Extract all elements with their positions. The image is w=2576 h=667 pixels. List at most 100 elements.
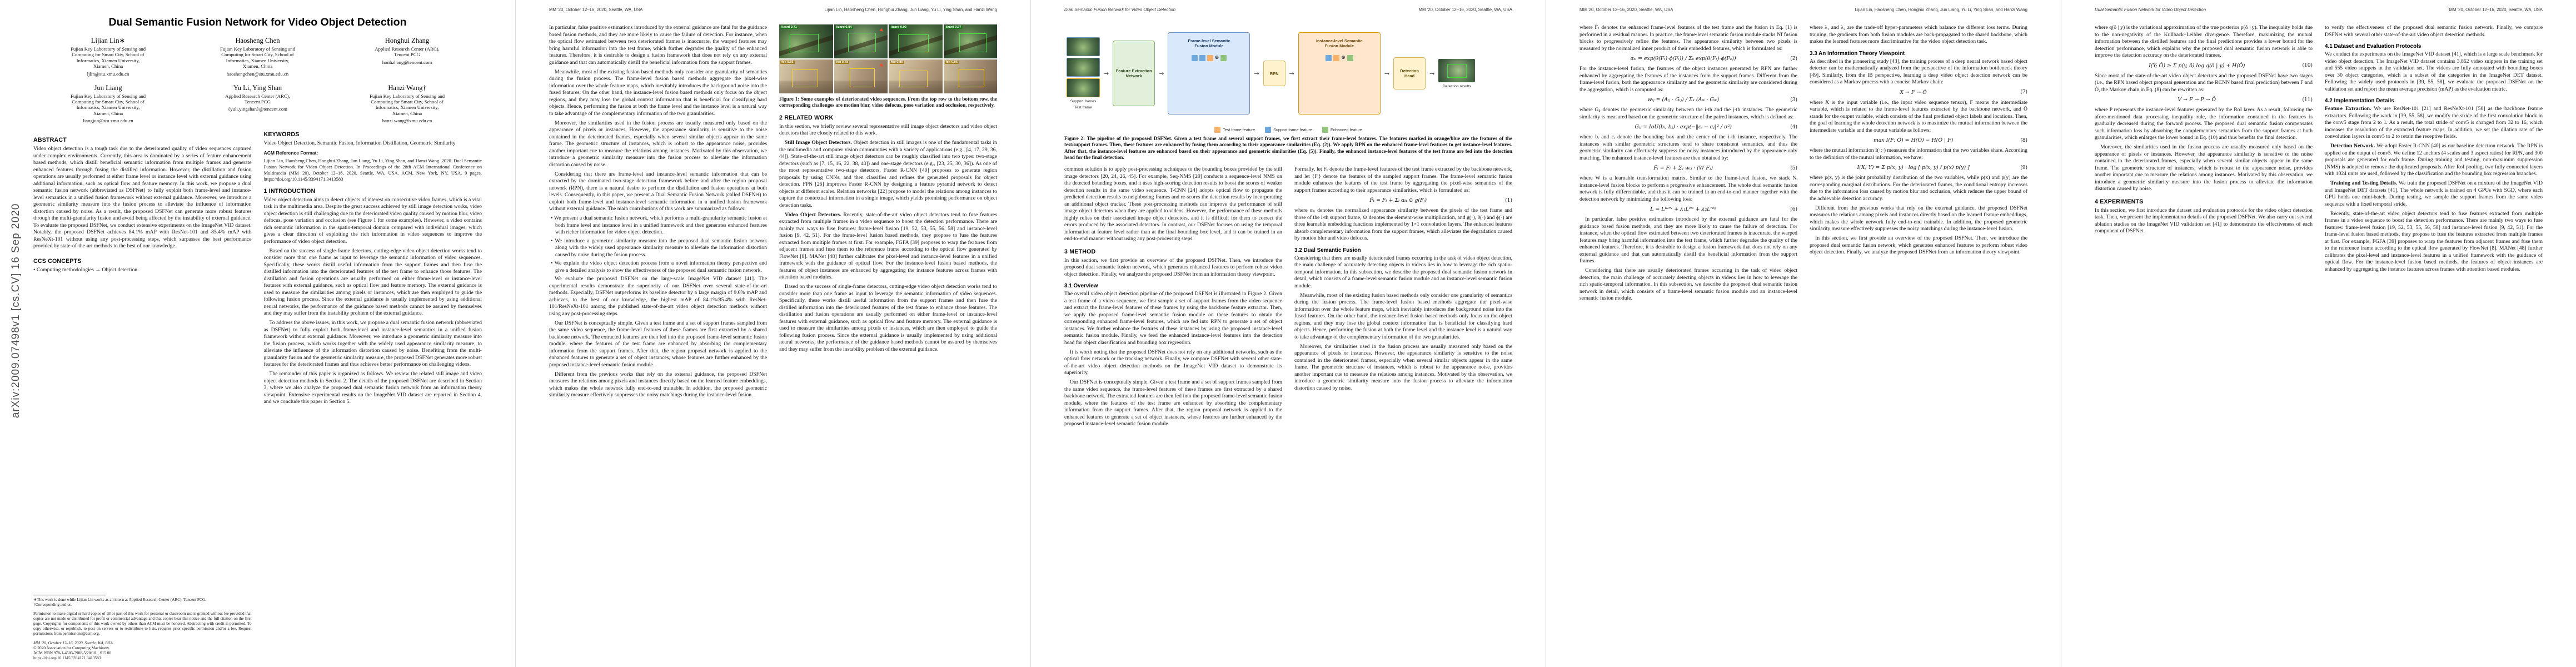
footnote-block: ∗This work is done while Lijian Lin work… <box>33 594 252 661</box>
inline-heading: Feature Extraction. <box>2325 106 2371 112</box>
flow-arrow-icon: → <box>1254 69 1259 77</box>
body-paragraph: Video object detection aims to detect ob… <box>263 196 482 245</box>
body-paragraph: Different from the previous works that r… <box>1810 205 2027 232</box>
detection-bounding-box <box>848 32 876 52</box>
author-affiliation: Fujian Key Laboratory of Sensing and Com… <box>70 46 146 69</box>
video-frame-thumbnail: lizard 0.84 ▶ <box>834 24 888 58</box>
author-affiliation: Fujian Key Laboratory of Sensing and Com… <box>70 93 146 116</box>
body-paragraph: In particular, false positive estimation… <box>549 24 767 66</box>
equation: Gᵢⱼ = IoU(bᵢ, bⱼ) · exp(−‖cᵢ − cⱼ‖² / σ²… <box>1580 124 1797 130</box>
running-header-left: MM '20, October 12–16, 2020, Seattle, WA… <box>1580 7 1673 12</box>
abstract-text: Video object detection is a tough task d… <box>33 146 252 250</box>
author-block: Lijian Lin∗ Fujian Key Laboratory of Sen… <box>38 37 477 123</box>
running-header-left: Dual Semantic Fusion Network for Video O… <box>2095 7 2206 12</box>
doi-link[interactable]: https://doi.org/10.1145/3394171.3413583 <box>33 655 101 661</box>
page-2: MM '20, October 12–16, 2020, Seattle, WA… <box>515 0 1030 667</box>
video-frame-thumbnail: lizard 0.97 <box>943 24 997 58</box>
running-header-left: MM '20, October 12–16, 2020, Seattle, WA… <box>549 7 643 12</box>
equation: αₜᵢ = exp(θ(Fₜ)·ϕ(Fᵢ)) / Σₖ exp(θ(Fₜ)·ϕ(… <box>1580 56 1797 62</box>
body-paragraph: In this section, we briefly review sever… <box>779 123 997 137</box>
author-name: Honghui Zhang <box>385 37 430 44</box>
pointer-arrow-icon: ▶ <box>879 62 885 69</box>
figure-2-legend: Test frame feature Support frame feature… <box>1064 127 1512 133</box>
frame-level-fusion-box: Frame-level Semantic Fusion Module ⊕ <box>1168 32 1250 115</box>
keywords-heading: KEYWORDS <box>263 131 300 138</box>
page3-left-column: common solution is to apply post-process… <box>1064 166 1282 644</box>
detection-label: fox 0.89 <box>890 61 904 64</box>
paragraph-text: Recently, state-of-the-art video object … <box>779 211 997 281</box>
inline-heading: Video Object Detectors. <box>785 211 841 218</box>
author-name: Jun Liang <box>94 83 122 92</box>
body-paragraph: To address the above issues, in this wor… <box>263 320 482 368</box>
detection-label: lizard 0.92 <box>890 26 908 29</box>
body-paragraph: Meanwhile, most of the existing fusion b… <box>1294 292 1512 340</box>
page4-right-column: where λ₁ and λ₂ are the trade-off hyper-… <box>1810 24 2027 650</box>
author-email: {yuli,yingshan}@tencent.com <box>228 106 287 112</box>
equation-expression: wᵢⱼ = (Aᵢⱼ · Gᵢⱼ) / Σₖ (Aᵢₖ · Gᵢₖ) <box>1647 97 1719 103</box>
figure-1: lizard 0.71 lizard 0.84 ▶ lizard 0.92 <box>779 24 997 109</box>
legend-item: Support frame feature <box>1265 127 1312 133</box>
contribution-bullet: • We introduce a geometric similarity me… <box>551 237 767 258</box>
support-frames-label: Support frames <box>1070 99 1097 103</box>
body-paragraph: where P represents the instance-level fe… <box>2095 107 2313 141</box>
body-paragraph: Feature Extraction. We use ResNet-101 [2… <box>2325 106 2543 141</box>
oplus-icon: ⊕ <box>1214 55 1219 61</box>
equation: I(Y; Ô) ≥ Σ p(y, ô) log q(ô | y) + H(Ô) … <box>2095 63 2313 69</box>
author-email: liangjun@stu.xmu.edu.cn <box>83 118 133 124</box>
equation-number: (1) <box>1505 197 1512 203</box>
body-paragraph: Considering that there are frame-level a… <box>549 171 767 212</box>
body-paragraph: The overall video object detection pipel… <box>1064 291 1282 346</box>
enhanced-feature-chip <box>1322 127 1329 133</box>
body-paragraph: where Gᵢⱼ denotes the geometric similari… <box>1580 107 1797 120</box>
author-affiliation: Fujian Key Laboratory of Sensing and Com… <box>220 46 296 69</box>
page-4: MM '20, October 12–16, 2020, Seattle, WA… <box>1546 0 2061 667</box>
figure-1-image-grid: lizard 0.71 lizard 0.84 ▶ lizard 0.92 <box>779 24 997 93</box>
enhanced-feature-chip <box>1347 55 1353 61</box>
body-paragraph: In this section, we first provide an ove… <box>1810 235 2027 255</box>
body-paragraph: where αₜᵢ denotes the normalized appeara… <box>1294 207 1512 242</box>
running-header: Dual Semantic Fusion Network for Video O… <box>2095 7 2543 12</box>
author-card: Hanzi Wang† Fujian Key Laboratory of Sen… <box>337 84 477 124</box>
output-result: Detection results <box>1438 58 1476 88</box>
instance-level-fusion-box: Instance-level Semantic Fusion Module ⊕ <box>1298 32 1381 115</box>
body-paragraph: As described in the pioneering study [43… <box>1810 58 2027 86</box>
body-paragraph: to verify the effectiveness of the propo… <box>2325 24 2543 38</box>
body-paragraph: Our DSFNet is conceptually simple. Given… <box>549 320 767 368</box>
body-paragraph: We conduct the experiments on the ImageN… <box>2325 51 2543 92</box>
dataset-heading: 4.1 Dataset and Evaluation Protocols <box>2325 43 2421 49</box>
detection-bounding-box <box>959 33 986 52</box>
author-email: haoshengchen@stu.xmu.edu.cn <box>226 71 289 77</box>
legend-label: Support frame feature <box>1273 127 1313 132</box>
body-paragraph: Formally, let Fₜ denote the frame-level … <box>1294 166 1512 193</box>
detection-bounding-box <box>899 70 928 87</box>
legend-item: Test frame feature <box>1214 127 1255 133</box>
footnote: †Corresponding author. <box>33 602 72 608</box>
legend-label: Enhanced feature <box>1331 127 1362 132</box>
flow-arrow-icon: → <box>1104 69 1109 77</box>
body-paragraph: In particular, false positive estimation… <box>1580 216 1797 264</box>
flow-arrow-icon: → <box>1384 69 1390 77</box>
video-frame-thumbnail: fox 0.56 <box>779 59 833 93</box>
author-affiliation: Fujian Key Laboratory of Sensing and Com… <box>369 93 445 116</box>
equation: X → F → Ô (7) <box>1810 89 2027 96</box>
author-card: Jun Liang Fujian Key Laboratory of Sensi… <box>38 84 178 124</box>
detection-label: lizard 0.84 <box>835 26 853 29</box>
method-heading: 3 METHOD <box>1064 248 1096 255</box>
author-email: hanzi.wang@xmu.edu.cn <box>382 118 432 124</box>
author-affiliation: Applied Research Center (ARC), Tencent P… <box>375 46 440 58</box>
body-paragraph: where the mutual information I(·;·) meas… <box>1810 147 2027 161</box>
feature-chips: ⊕ <box>1326 55 1353 61</box>
body-paragraph: Moreover, the similarities used in the f… <box>1294 343 1512 391</box>
body-paragraph: where q(ô | y) is the variational approx… <box>2095 24 2313 58</box>
figure-2: Support frames Test frame → Feature Extr… <box>1064 23 1512 161</box>
acm-ref-text: Lijian Lin, Haosheng Chen, Honghui Zhang… <box>263 157 482 182</box>
running-header: MM '20, October 12–16, 2020, Seattle, WA… <box>549 7 997 12</box>
body-paragraph: In this section, we first provide an ove… <box>1064 257 1282 277</box>
body-paragraph: Moreover, the similarities used in the f… <box>549 120 767 168</box>
paragraph-text: We adopt Faster R-CNN [40] as our baseli… <box>2325 143 2543 177</box>
detection-label: fox 0.96 <box>944 61 959 64</box>
body-paragraph: Training and Testing Details. We train t… <box>2325 180 2543 208</box>
body-paragraph: Detection Network. We adopt Faster R-CNN… <box>2325 143 2543 178</box>
equation-number: (11) <box>2302 97 2313 103</box>
